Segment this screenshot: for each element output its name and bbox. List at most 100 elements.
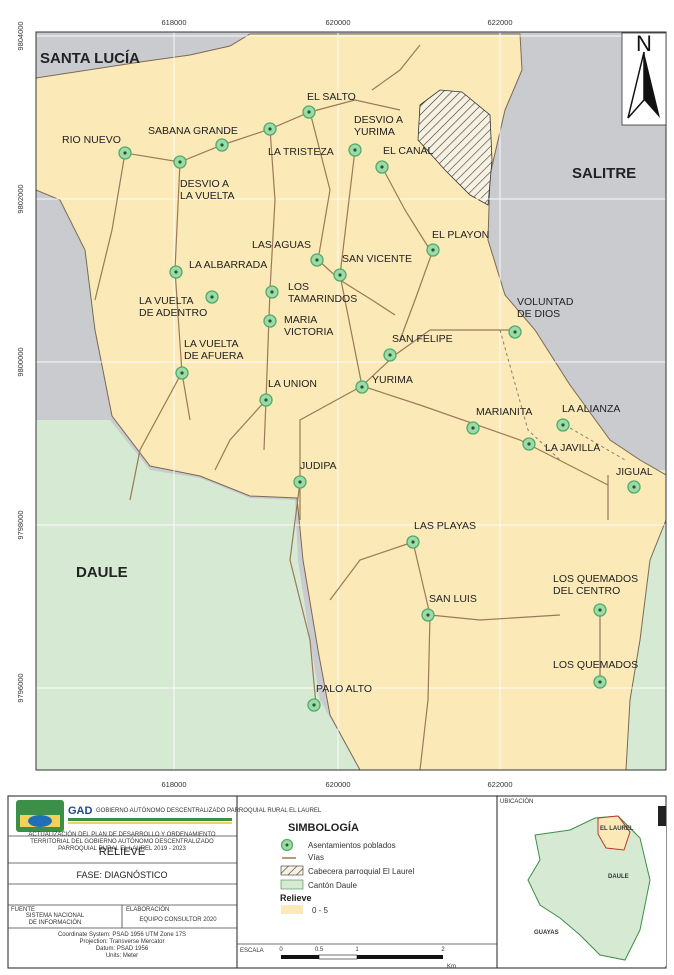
- region-label-1: SALITRE: [572, 165, 636, 182]
- cabecera-parroquial-area: [417, 89, 493, 206]
- projection-line-0: Coordinate System: PSAD 1956 UTM Zone 17…: [58, 932, 186, 938]
- coord-bottom-0: 618000: [161, 780, 186, 789]
- svg-text:N: N: [636, 31, 652, 56]
- legend-relieve-title: Relieve: [280, 893, 312, 903]
- phase-text: FASE: DIAGNÓSTICO: [76, 870, 167, 880]
- scale-bar: [281, 954, 443, 960]
- project-line-2: PARROQUIAL RURAL EL LAUREL 2019 - 2023: [58, 846, 186, 852]
- coordinate-grid: [36, 32, 666, 770]
- settlement-label-8: LAS AGUAS: [252, 239, 311, 251]
- legend-item-0: Asentamientos poblados: [308, 841, 396, 850]
- scale-tick-3: 2: [441, 947, 445, 953]
- settlement-label-22: JIGUAL: [616, 466, 653, 478]
- gad-logo: [16, 800, 64, 832]
- settlement-23: JUDIPA: [293, 460, 337, 489]
- ubicacion-title: UBICACIÓN: [500, 798, 533, 805]
- gad-subtitle: GOBIERNO AUTÓNOMO DESCENTRALIZADO PARROQ…: [96, 807, 322, 814]
- settlement-0: EL SALTO: [302, 91, 356, 119]
- coord-bottom-1: 620000: [325, 780, 350, 789]
- legend-title: SIMBOLOGÍA: [288, 821, 359, 834]
- settlement-17: YURIMA: [355, 374, 413, 394]
- coord-left-1: 9802000: [16, 184, 25, 213]
- settlement-15: SAN FELIPE: [383, 333, 453, 362]
- legend-relieve-item: 0 - 5: [312, 906, 329, 915]
- coord-top-0: 618000: [161, 18, 186, 27]
- region-label-2: DAULE: [76, 564, 128, 581]
- projection-line-1: Projection: Transverse Mercator: [79, 939, 164, 945]
- settlement-label-5: EL CANAL: [383, 145, 434, 157]
- settlement-5: EL CANAL: [375, 145, 434, 174]
- gad-text: GAD: [68, 805, 93, 817]
- legend-item-2: Cabecera parroquial El Laurel: [308, 867, 415, 876]
- settlement-label-18: LA UNION: [268, 378, 317, 390]
- settlement-label-27: LOS QUEMADOS: [553, 659, 638, 671]
- coord-bottom-2: 622000: [487, 780, 512, 789]
- settlement-label-25: SAN LUIS: [429, 593, 477, 605]
- settlement-25: SAN LUIS: [421, 593, 477, 622]
- legend-daule-symbol: [280, 879, 304, 890]
- settlement-label-4: LA TRISTEZA: [268, 146, 334, 158]
- settlement-label-2: RIO NUEVO: [62, 134, 121, 146]
- escala-label: ESCALA: [240, 948, 264, 954]
- settlement-label-9: SAN VICENTE: [342, 253, 412, 265]
- info-panel: GAD GOBIERNO AUTÓNOMO DESCENTRALIZADO PA…: [7, 795, 667, 970]
- settlement-label-7: EL PLAYON: [432, 229, 489, 241]
- settlement-22: JIGUAL: [616, 466, 653, 494]
- coord-top-2: 622000: [487, 18, 512, 27]
- settlement-20: MARIANITA: [466, 406, 532, 435]
- settlement-3: SABANA GRANDE: [148, 125, 238, 152]
- coord-left-3: 9798000: [16, 510, 25, 539]
- settlement-label-19: LA ALIANZA: [562, 403, 620, 415]
- settlement-label-0: EL SALTO: [307, 91, 356, 103]
- projection-line-2: Datum: PSAD 1956: [96, 946, 149, 952]
- location-inset: [500, 806, 666, 966]
- scale-tick-1: 0.5: [315, 947, 324, 953]
- settlement-9: SAN VICENTE: [333, 253, 412, 282]
- project-line-0: ACTUALIZACIÓN DEL PLAN DE DESARROLLO Y O…: [28, 831, 215, 838]
- legend-item-3: Cantón Daule: [308, 881, 357, 890]
- roads: [94, 44, 609, 770]
- settlement-label-15: SAN FELIPE: [392, 333, 453, 345]
- fuente-label: FUENTE: [11, 907, 35, 913]
- settlement-19: LA ALIANZA: [556, 403, 620, 432]
- settlement-label-10: LA ALBARRADA: [189, 259, 267, 271]
- map-title: RELIEVE: [99, 846, 145, 858]
- daule-canton-area: [36, 420, 360, 770]
- fuente-line-0: SISTEMA NACIONAL: [26, 913, 85, 919]
- legend-relieve-symbol: [281, 905, 303, 914]
- settlement-label-21: LA JAVILLA: [545, 442, 600, 454]
- settlement-label-3: SABANA GRANDE: [148, 125, 238, 137]
- settlement-label-17: YURIMA: [372, 374, 413, 386]
- parish-area: [36, 33, 666, 770]
- legend-item-1: Vías: [308, 853, 324, 862]
- fuente-line-1: DE INFORMACIÓN: [29, 919, 82, 926]
- region-label-0: SANTA LUCÍA: [40, 50, 140, 67]
- inset-guayas: GUAYAS: [534, 930, 559, 936]
- settlement-8: LAS AGUAS: [252, 239, 324, 267]
- settlement-18: LA UNION: [259, 378, 317, 407]
- coord-left-2: 9800000: [16, 347, 25, 376]
- elaboracion-value: EQUIPO CONSULTOR 2020: [139, 917, 217, 923]
- settlement-label-20: MARIANITA: [476, 406, 532, 418]
- scale-tick-2: 1: [355, 947, 359, 953]
- projection-line-3: Units: Meter: [106, 953, 138, 959]
- north-arrow: N: [621, 31, 667, 126]
- coord-top-1: 620000: [325, 18, 350, 27]
- settlement-label-28: PALO ALTO: [316, 683, 372, 695]
- scale-unit: Km: [447, 964, 456, 970]
- inset-daule: DAULE: [608, 874, 629, 880]
